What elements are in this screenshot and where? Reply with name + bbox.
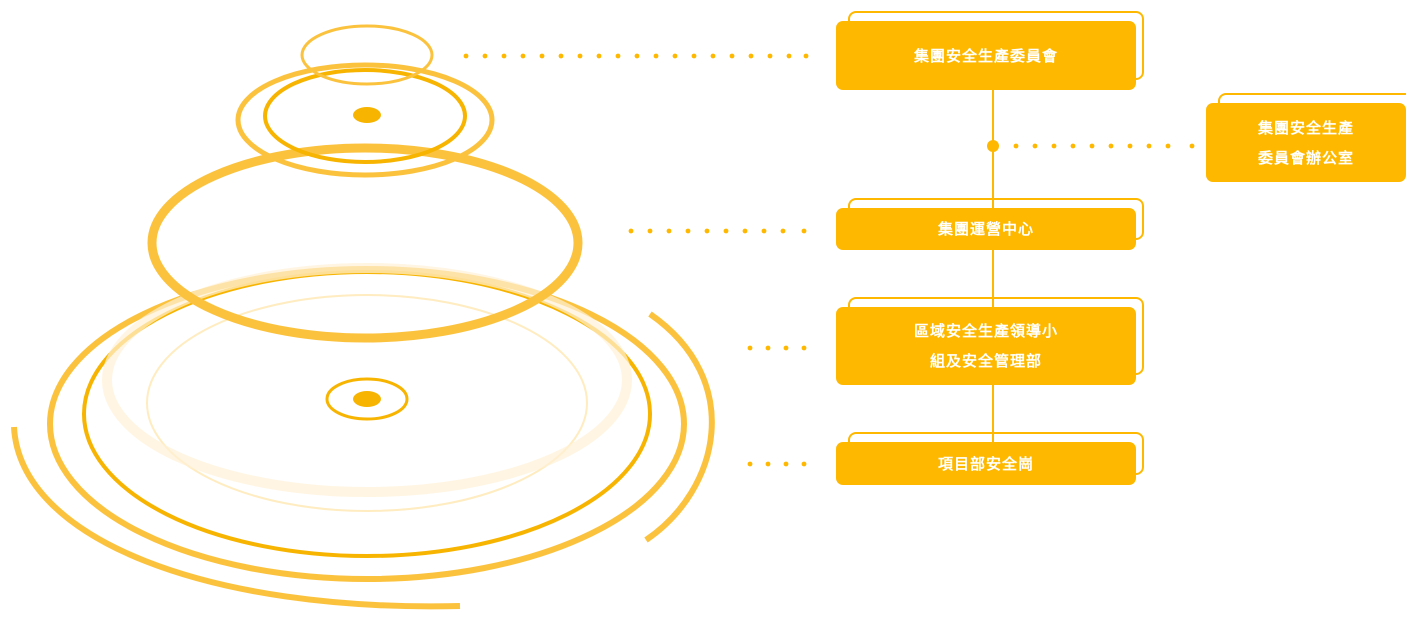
node-group-operations-center: 集團運營中心 (836, 198, 1144, 250)
outer-arc-right (644, 311, 715, 543)
dots-row-project (747, 461, 807, 467)
branch-junction-dot (987, 140, 999, 152)
node-label-line: 集團運營中心 (937, 220, 1034, 238)
base-ellipse-outer (47, 266, 687, 582)
dots-row-office (1013, 143, 1195, 149)
node-project-safety-post: 項目部安全崗 (836, 432, 1144, 485)
upper-ellipse-inner (263, 68, 467, 164)
node-box: 集團安全生產委員會 (836, 21, 1136, 90)
base-center-dot (353, 391, 381, 407)
node-box: 區域安全生產領導小 組及安全管理部 (836, 307, 1136, 385)
node-label-line: 集團安全生產 (1257, 118, 1354, 137)
node-label-line: 項目部安全崗 (937, 454, 1034, 473)
node-label-line: 委員會辦公室 (1257, 148, 1354, 167)
connector-dots (463, 53, 1195, 467)
node-box: 集團安全生產 委員會辦公室 (1206, 103, 1406, 182)
node-committee-office: 集團安全生產 委員會辦公室 (1206, 93, 1406, 182)
top-ellipse (300, 24, 434, 86)
node-label-line: 組及安全管理部 (929, 352, 1042, 370)
base-center-ring (325, 377, 409, 421)
base-ellipse-faint (146, 294, 588, 512)
dots-row-regional (747, 345, 807, 351)
dots-row-operations (628, 228, 807, 234)
upper-ellipse-outer (235, 62, 495, 178)
node-group-safety-committee: 集團安全生產委員會 (836, 11, 1144, 90)
outer-base-arcs (11, 311, 715, 610)
upper-center-dot (353, 107, 381, 123)
outer-arc-left (11, 426, 461, 610)
node-label-line: 區域安全生產領導小 (913, 322, 1058, 340)
node-box: 集團運營中心 (836, 208, 1136, 250)
dots-row-committee (463, 53, 809, 59)
node-box: 項目部安全崗 (836, 442, 1136, 485)
base-ellipse-inner (82, 270, 652, 558)
base-ellipse-glow (102, 263, 632, 497)
node-regional-safety-group: 區域安全生產領導小 組及安全管理部 (836, 297, 1144, 385)
middle-ellipse (147, 143, 583, 343)
node-label-line: 集團安全生產委員會 (913, 46, 1058, 65)
